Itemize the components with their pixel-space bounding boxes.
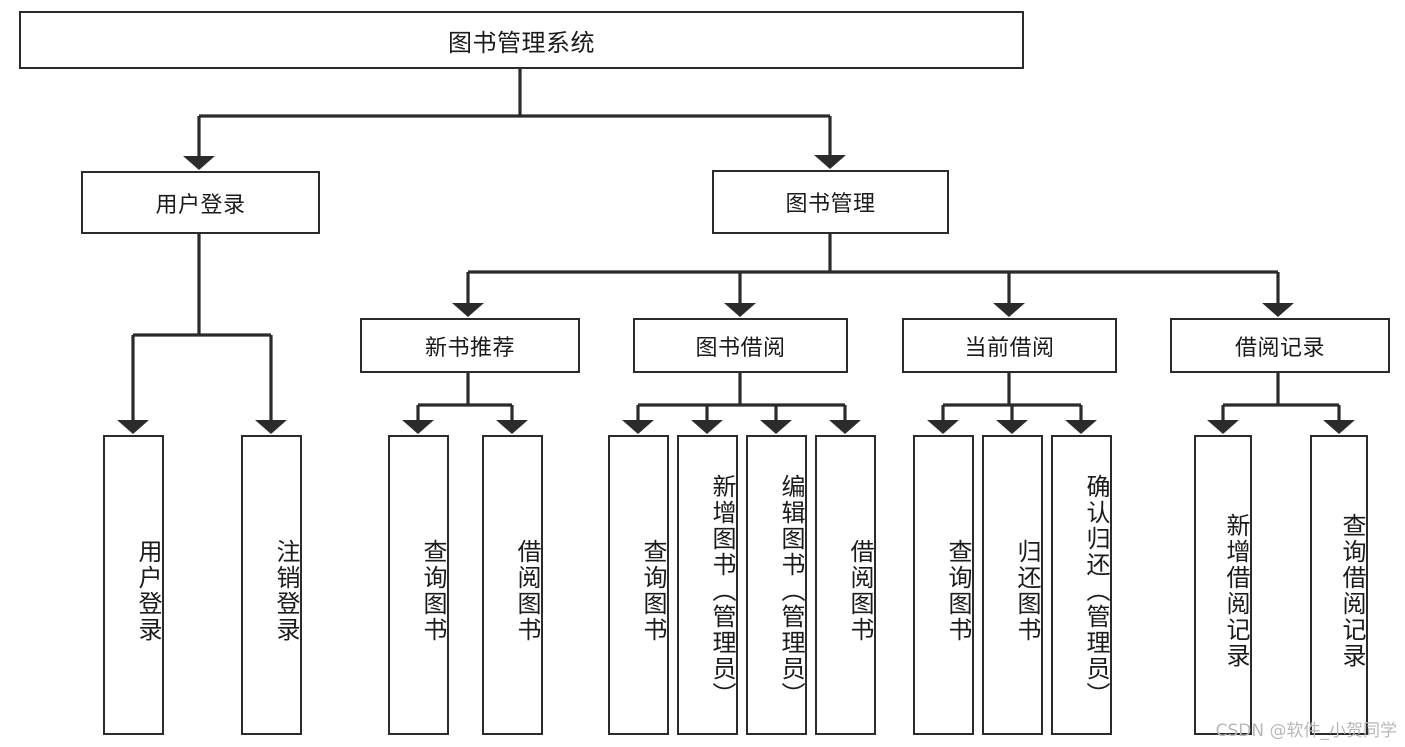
leaf-confirm-return-admin[interactable]: 确认归还（管理员）	[1051, 435, 1112, 735]
node-new-book-recommend[interactable]: 新书推荐	[360, 318, 580, 373]
watermark-text: CSDN @软件_小贺同学	[1215, 721, 1397, 741]
node-book-management[interactable]: 图书管理	[712, 170, 949, 234]
leaf-query-book-current[interactable]: 查询图书	[913, 435, 974, 735]
leaf-add-book-admin[interactable]: 新增图书（管理员）	[677, 435, 738, 735]
leaf-query-book-borrow[interactable]: 查询图书	[608, 435, 669, 735]
leaf-return-book[interactable]: 归还图书	[982, 435, 1043, 735]
node-current-borrow[interactable]: 当前借阅	[902, 318, 1117, 373]
node-root[interactable]: 图书管理系统	[19, 11, 1024, 69]
leaf-query-borrow-record[interactable]: 查询借阅记录	[1310, 435, 1368, 735]
leaf-query-book-recommend[interactable]: 查询图书	[388, 435, 449, 735]
leaf-add-borrow-record[interactable]: 新增借阅记录	[1194, 435, 1252, 735]
node-book-borrow[interactable]: 图书借阅	[633, 318, 848, 373]
leaf-borrow-book[interactable]: 借阅图书	[815, 435, 876, 735]
leaf-borrow-book-recommend[interactable]: 借阅图书	[482, 435, 543, 735]
node-user-login[interactable]: 用户登录	[81, 171, 320, 234]
leaf-logout[interactable]: 注销登录	[241, 435, 302, 735]
leaf-edit-book-admin[interactable]: 编辑图书（管理员）	[746, 435, 807, 735]
node-borrow-record[interactable]: 借阅记录	[1170, 318, 1390, 373]
leaf-user-login[interactable]: 用户登录	[103, 435, 164, 735]
